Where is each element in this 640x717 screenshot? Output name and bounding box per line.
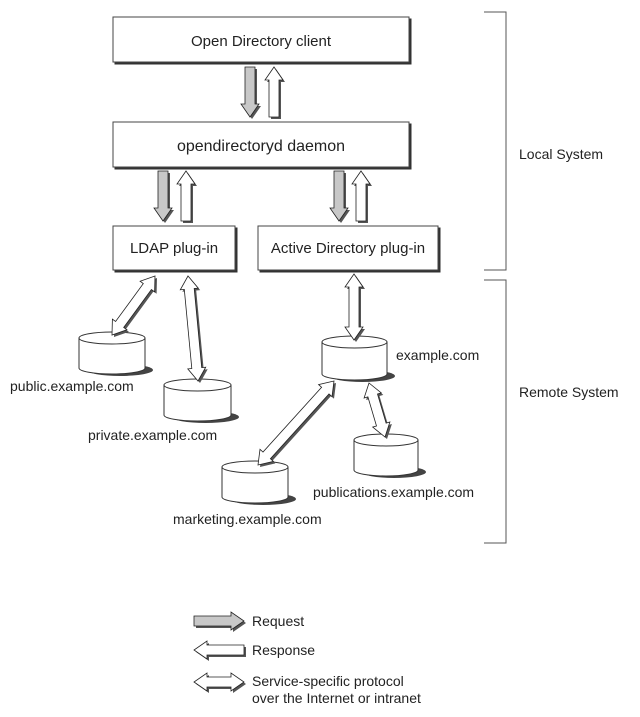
legend-response-label: Response <box>252 642 315 658</box>
client-box-label: Open Directory client <box>191 33 332 50</box>
protocol-arrow-ad-example <box>344 273 365 342</box>
client-box: Open Directory client <box>112 16 410 63</box>
server-label-private: private.example.com <box>88 427 217 443</box>
server-label-example: example.com <box>396 347 479 363</box>
server-publications-cylinder <box>353 433 426 478</box>
server-marketing-cylinder <box>221 460 296 505</box>
request-arrow-daemon-ldap <box>153 170 174 223</box>
server-label-publications: publications.example.com <box>313 484 474 500</box>
ad-plugin-label: Active Directory plug-in <box>271 240 425 257</box>
legend-protocol-label-1: Service-specific protocol <box>252 673 404 689</box>
legend-protocol-label-2: over the Internet or intranet <box>252 690 421 706</box>
protocol-arrow-example-marketing <box>257 380 336 467</box>
remote-system-label: Remote System <box>519 384 619 400</box>
protocol-arrow-ldap-public <box>111 275 157 337</box>
legend-response-arrow <box>193 640 246 661</box>
protocol-arrow-ldap-private <box>179 275 208 383</box>
server-label-marketing: marketing.example.com <box>173 511 322 527</box>
local-system-label: Local System <box>519 146 603 162</box>
daemon-box: opendirectoryd daemon <box>112 121 410 168</box>
ldap-plugin-box: LDAP plug-in <box>112 225 236 271</box>
response-arrow-ldap-daemon <box>176 170 197 223</box>
response-arrow-ad-daemon <box>351 170 372 223</box>
server-public-cylinder <box>78 331 153 376</box>
ldap-plugin-label: LDAP plug-in <box>130 240 218 257</box>
legend-protocol-arrow <box>193 672 246 693</box>
legend-request-label: Request <box>252 613 304 629</box>
daemon-box-label: opendirectoryd daemon <box>177 138 345 155</box>
legend-request-arrow <box>193 611 246 632</box>
local-system-bracket <box>484 11 507 271</box>
protocol-arrow-example-publications <box>363 382 392 439</box>
remote-system-bracket <box>484 279 507 544</box>
server-private-cylinder <box>163 378 239 423</box>
ad-plugin-box: Active Directory plug-in <box>257 225 439 271</box>
server-label-public: public.example.com <box>10 378 134 394</box>
request-arrow-daemon-ad <box>329 170 350 223</box>
request-arrow-client-daemon <box>240 66 261 119</box>
server-example-cylinder <box>321 335 395 382</box>
response-arrow-daemon-client <box>264 66 285 119</box>
